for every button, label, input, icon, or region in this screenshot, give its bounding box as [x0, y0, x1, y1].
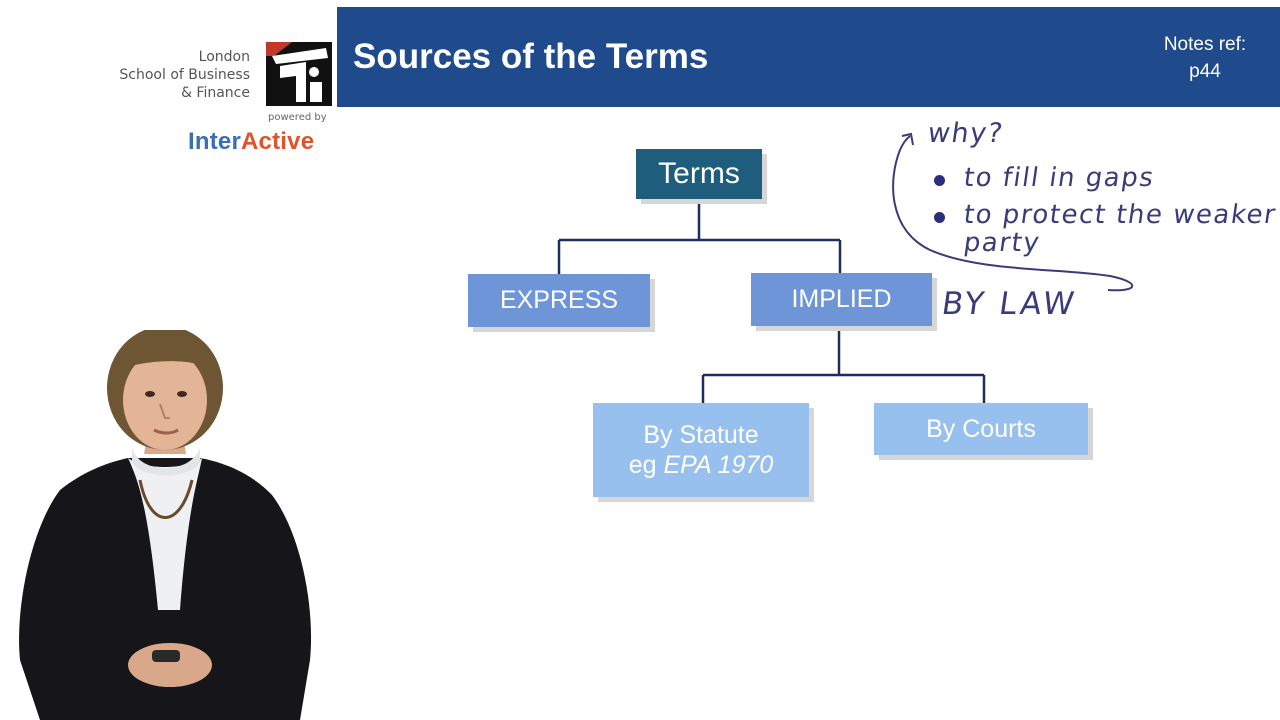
school-name: London School of Business & Finance [119, 48, 250, 102]
interactive-logo: InterActive [188, 128, 314, 156]
express-label: EXPRESS [499, 286, 619, 314]
terms-box: Terms [636, 149, 762, 199]
by-courts-box: By Courts [874, 403, 1088, 455]
presenter-video [19, 330, 312, 720]
eg-label: eg [628, 451, 657, 479]
express-box: EXPRESS [468, 274, 650, 327]
school-name-line1: London [198, 49, 250, 65]
by-courts-label: By Courts [926, 414, 1036, 443]
annotation-protect-weaker: to protect the weaker [961, 200, 1279, 230]
implied-box: IMPLIED [751, 273, 932, 326]
terms-label: Terms [658, 157, 740, 190]
school-logo-icon [266, 42, 332, 106]
why-annotation: why? [925, 118, 1006, 149]
brand-part-inter: Inter [188, 128, 242, 155]
arrow-head [901, 132, 914, 146]
annotation-fill-gaps: to fill in gaps [961, 163, 1157, 193]
slide-header: Sources of the Terms Notes ref: p44 [337, 7, 1280, 107]
by-statute-box: By Statute eg EPA 1970 [593, 403, 809, 497]
annotation-party: party [961, 228, 1043, 258]
notes-reference: Notes ref: p44 [1140, 31, 1270, 85]
notes-ref-label: Notes ref: [1163, 34, 1247, 55]
by-statute-label: By Statute [643, 421, 759, 449]
brand-part-active: Active [241, 128, 315, 155]
school-name-line3: & Finance [181, 85, 250, 101]
notes-ref-page: p44 [1189, 61, 1221, 82]
by-statute-example-line: eg EPA 1970 [629, 450, 774, 480]
slide-title: Sources of the Terms [353, 37, 709, 76]
bullet-icon [934, 212, 945, 223]
implied-label: IMPLIED [791, 285, 892, 313]
by-law-annotation: BY LAW [939, 286, 1080, 322]
school-name-line2: School of Business [119, 67, 250, 83]
bullet-icon [934, 175, 945, 186]
epa-example: EPA 1970 [663, 451, 774, 479]
powered-by-label: powered by [268, 112, 327, 123]
